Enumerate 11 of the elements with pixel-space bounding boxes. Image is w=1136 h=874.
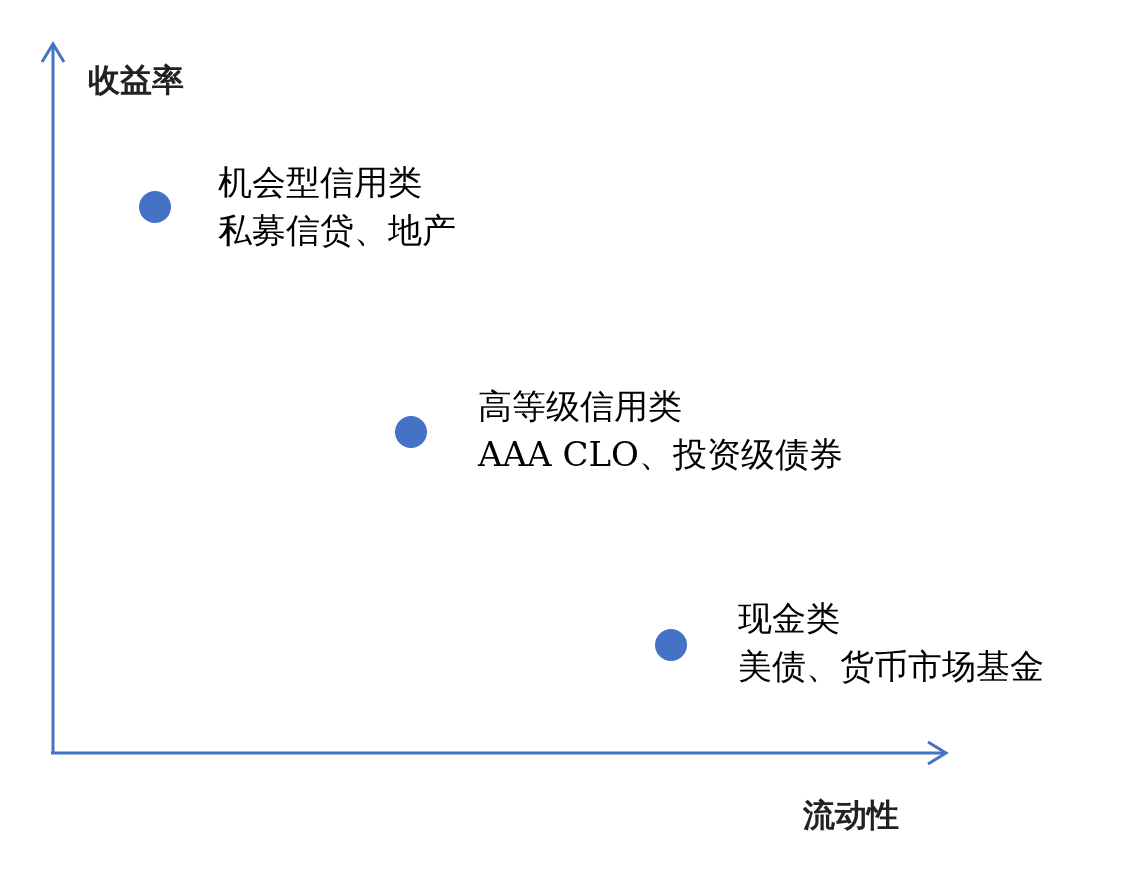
category-label: 现金类: [738, 597, 840, 640]
category-label: 机会型信用类: [218, 161, 422, 204]
axis-label: 收益率: [88, 60, 184, 100]
data-point: [139, 191, 171, 223]
examples-label: AAA CLO、投资级债券: [478, 433, 843, 476]
examples-label: 私募信贷、地产: [218, 209, 456, 252]
data-point: [655, 629, 687, 661]
examples-label: 美债、货币市场基金: [738, 645, 1044, 688]
category-label: 高等级信用类: [478, 385, 682, 428]
data-point: [395, 416, 427, 448]
axis-label: 流动性: [803, 795, 899, 835]
